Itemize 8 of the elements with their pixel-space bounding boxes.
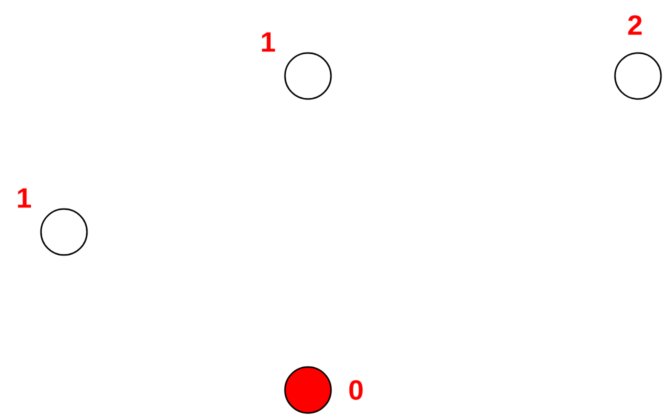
circle: [40, 208, 88, 256]
circle: [284, 366, 332, 414]
number-label: 1: [262, 32, 276, 52]
number-label: 0: [349, 380, 363, 400]
circle: [614, 52, 662, 100]
circle: [284, 52, 332, 100]
number-label: 1: [18, 188, 31, 208]
number-label: 2: [628, 15, 642, 35]
